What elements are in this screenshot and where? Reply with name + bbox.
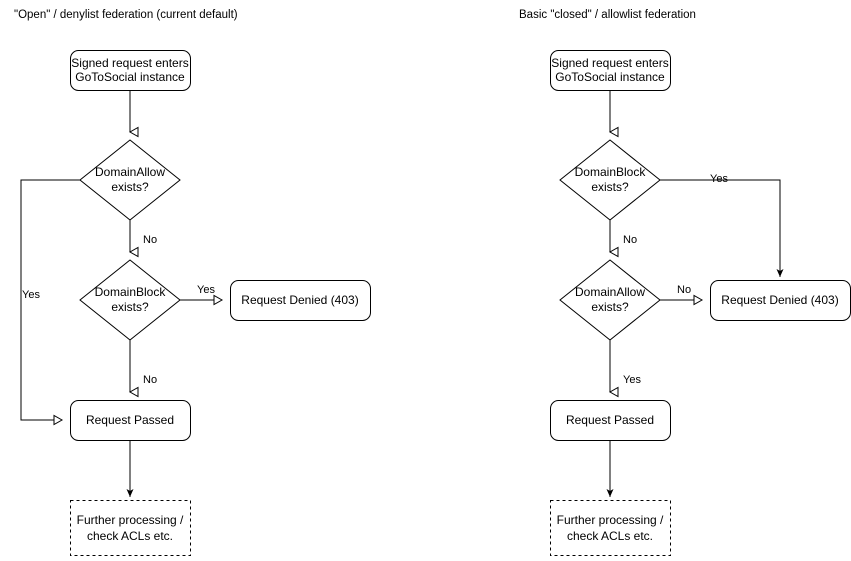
left-edge-label-domainallow-no: No	[143, 234, 157, 246]
right-edge-label-domainblock-no: No	[623, 234, 637, 246]
left-edge-label-domainblock-yes: Yes	[197, 284, 215, 296]
left-edge-label-domainallow-yes: Yes	[22, 289, 40, 301]
left-further-processing-label-line2: check ACLs etc.	[87, 529, 173, 543]
right-edge-label-domainblock-yes: Yes	[710, 173, 728, 185]
right-request-passed-label: Request Passed	[566, 413, 654, 427]
left-decision-domainallow-label-line1: DomainAllow	[95, 165, 165, 179]
left-further-processing-label-line1: Further processing /	[77, 513, 184, 527]
right-edge-label-domainallow-no: No	[677, 284, 691, 296]
left-entry-label-line2: GoToSocial instance	[75, 70, 185, 84]
right-request-denied-label: Request Denied (403)	[721, 293, 838, 307]
left-decision-domainallow-label-line2: exists?	[111, 180, 149, 194]
panel-title-closed-allowlist: Basic "closed" / allowlist federation	[519, 9, 696, 21]
right-decision-domainblock-label-line1: DomainBlock	[575, 165, 647, 179]
right-entry-label-line2: GoToSocial instance	[555, 70, 665, 84]
left-entry-label-line1: Signed request enters	[71, 56, 188, 70]
right-decision-domainallow-label-line2: exists?	[591, 300, 629, 314]
left-further-processing-node	[70, 500, 191, 556]
left-request-denied-node	[230, 280, 371, 321]
right-further-processing-label-line1: Further processing /	[557, 513, 664, 527]
left-decision-domainblock-label-line2: exists?	[111, 300, 149, 314]
right-edge-label-domainallow-yes: Yes	[623, 374, 641, 386]
left-edge-domainallow-yes	[20, 179, 80, 426]
panel-title-open-denylist: "Open" / denylist federation (current de…	[14, 9, 238, 21]
left-request-passed-label: Request Passed	[86, 413, 174, 427]
right-further-processing-node	[550, 500, 671, 556]
right-decision-domainallow-label-line1: DomainAllow	[575, 285, 645, 299]
left-edge-label-domainblock-no: No	[143, 374, 157, 386]
right-edge-domainblock-yes	[660, 179, 784, 277]
right-further-processing-label-line2: check ACLs etc.	[567, 529, 653, 543]
left-request-denied-label: Request Denied (403)	[241, 293, 358, 307]
right-decision-domainblock-label-line2: exists?	[591, 180, 629, 194]
right-entry-label-line1: Signed request enters	[551, 56, 668, 70]
left-decision-domainblock-label-line1: DomainBlock	[95, 285, 167, 299]
